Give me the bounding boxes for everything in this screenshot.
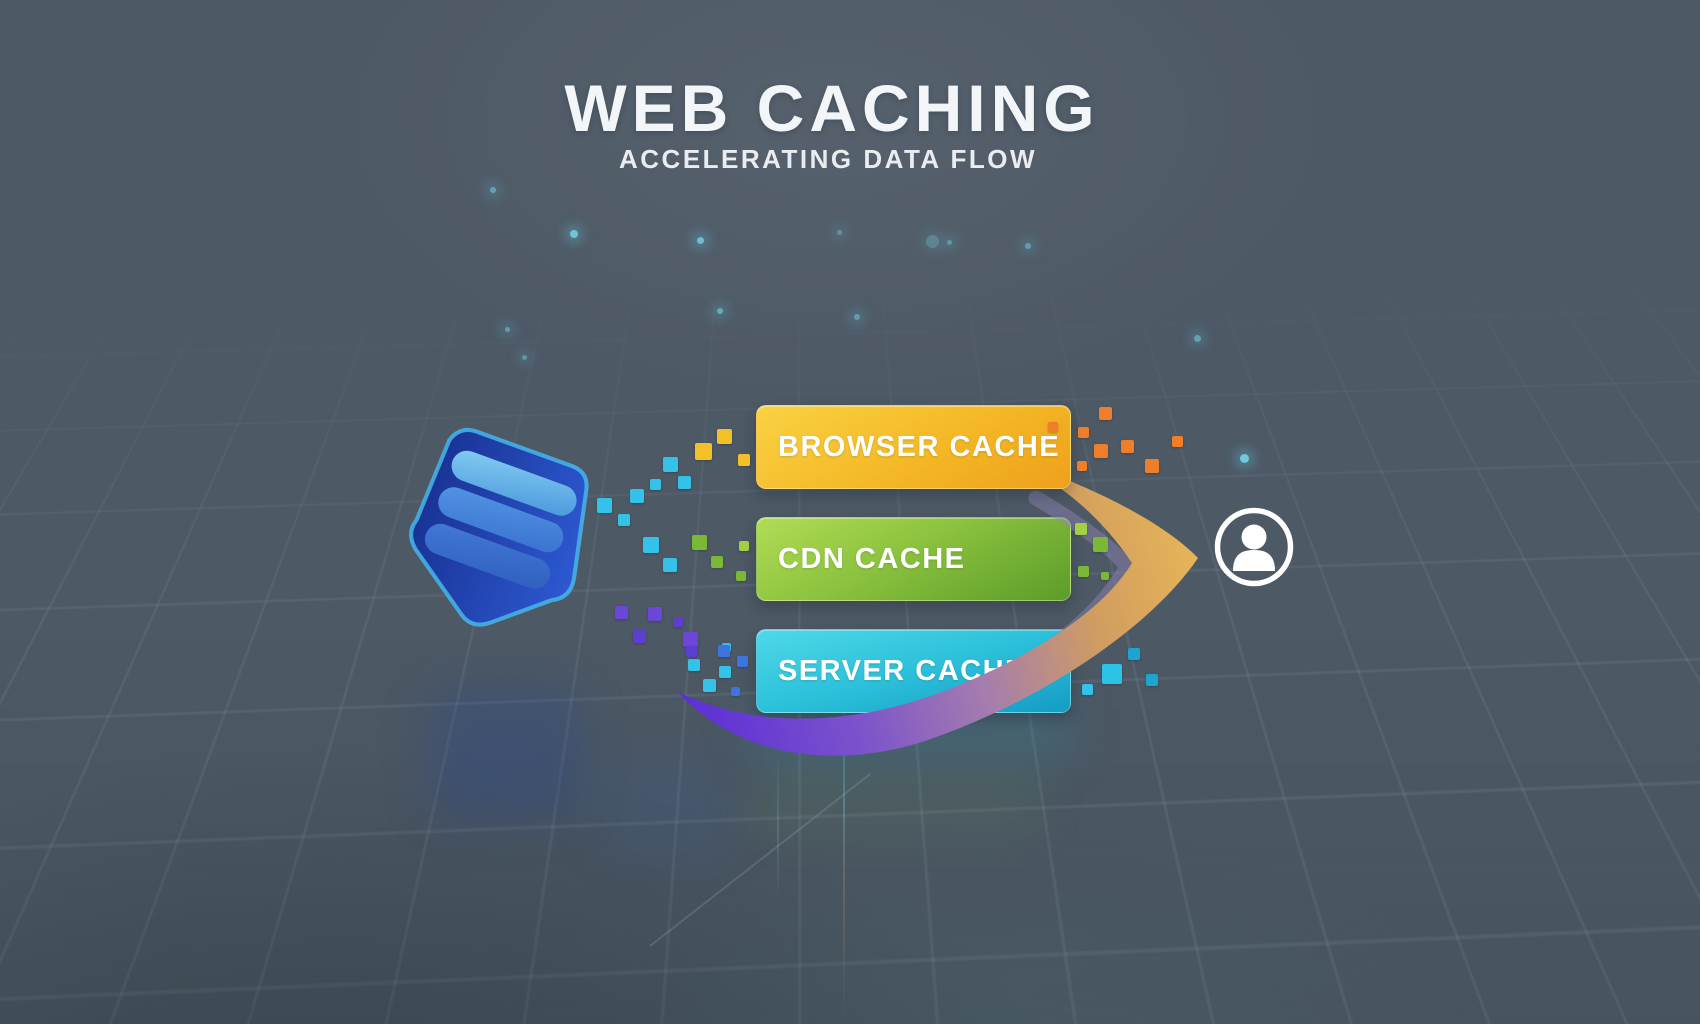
- browser-cache-label: BROWSER CACHE: [778, 430, 1061, 463]
- glow-dot: [697, 237, 704, 244]
- grid-highlight-line-2: [777, 752, 779, 902]
- reflection-glow: [598, 760, 733, 860]
- page-subtitle: ACCELERATING DATA FLOW: [619, 144, 1037, 174]
- glow-dot: [947, 240, 952, 245]
- page-title: WEB CACHING: [564, 71, 1100, 145]
- glow-dot: [490, 187, 496, 193]
- reflection-database: [428, 688, 583, 820]
- user-icon: [1214, 507, 1294, 587]
- glow-dot: [926, 235, 939, 248]
- server-cache-box: SERVER CACHE: [756, 629, 1071, 713]
- database-icon: [409, 427, 589, 627]
- cdn-cache-box: CDN CACHE: [756, 517, 1071, 601]
- glow-dot: [837, 230, 842, 235]
- browser-cache-box: BROWSER CACHE: [756, 405, 1071, 489]
- grid-highlight-line: [843, 655, 845, 1024]
- cdn-cache-label: CDN CACHE: [778, 542, 966, 575]
- server-cache-label: SERVER CACHE: [778, 654, 1026, 687]
- glow-dot: [1025, 243, 1031, 249]
- glow-dot: [570, 230, 578, 238]
- reflection-cdn: [745, 776, 1045, 831]
